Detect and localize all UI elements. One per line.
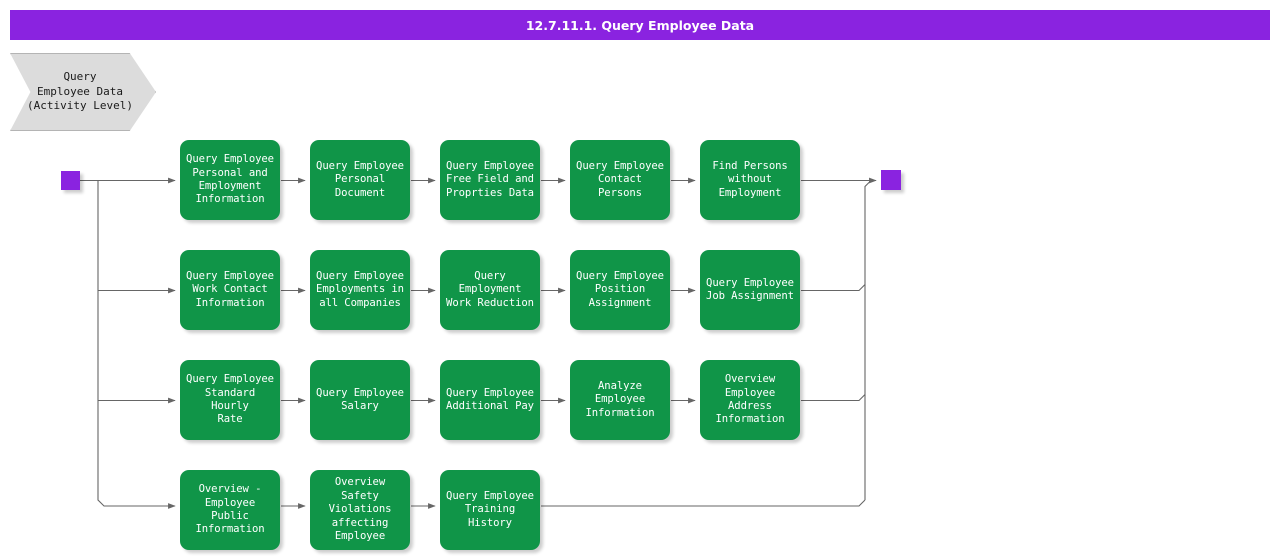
process-node-query-employment-work-reduction[interactable]: Query Employment Work Reduction bbox=[440, 250, 540, 330]
page-title-bar: 12.7.11.1. Query Employee Data bbox=[10, 10, 1270, 40]
node-label: Overview - Employee Public Information bbox=[195, 483, 265, 536]
node-label: Query Employee Additional Pay bbox=[446, 386, 534, 412]
node-label: Query Employee Personal Document bbox=[316, 159, 404, 199]
conn-left-rail bbox=[97, 180, 176, 509]
process-node-query-employee-contact-persons[interactable]: Query Employee Contact Persons bbox=[570, 140, 670, 220]
node-label: Analyze Employee Information bbox=[585, 379, 655, 419]
process-node-query-employee-free-field-and-proprties-data[interactable]: Query Employee Free Field and Proprties … bbox=[440, 140, 540, 220]
process-node-query-employee-personal-document[interactable]: Query Employee Personal Document bbox=[310, 140, 410, 220]
activity-level-chevron: Query Employee Data (Activity Level) bbox=[10, 53, 156, 131]
process-node-overview-employee-public-information[interactable]: Overview - Employee Public Information bbox=[180, 470, 280, 550]
start-node[interactable] bbox=[61, 171, 80, 190]
node-label: Find Persons without Employment bbox=[712, 159, 788, 199]
node-label: Query Employee Free Field and Proprties … bbox=[446, 159, 534, 199]
conn-r4c3-to-right-rail bbox=[541, 499, 866, 507]
process-node-query-employee-work-contact-information[interactable]: Query Employee Work Contact Information bbox=[180, 250, 280, 330]
node-label: Query Employee Work Contact Information bbox=[186, 269, 274, 309]
conn-r3c5-to-right-rail bbox=[801, 394, 866, 402]
node-label: Overview Employee Address Information bbox=[715, 373, 785, 426]
process-node-query-employee-standard-hourly-rate[interactable]: Query Employee Standard Hourly Rate bbox=[180, 360, 280, 440]
process-node-query-employee-additional-pay[interactable]: Query Employee Additional Pay bbox=[440, 360, 540, 440]
process-node-query-employee-salary[interactable]: Query Employee Salary bbox=[310, 360, 410, 440]
process-node-overview-safety-violations-affecting-employee[interactable]: Overview Safety Violations affecting Emp… bbox=[310, 470, 410, 550]
node-label: Query Employee Employments in all Compan… bbox=[316, 269, 404, 309]
process-node-query-employee-training-history[interactable]: Query Employee Training History bbox=[440, 470, 540, 550]
process-node-query-employee-personal-and-employment-information[interactable]: Query Employee Personal and Employment I… bbox=[180, 140, 280, 220]
node-label: Query Employee Position Assignment bbox=[576, 269, 664, 309]
process-node-query-employee-position-assignment[interactable]: Query Employee Position Assignment bbox=[570, 250, 670, 330]
conn-r2c5-to-right-rail bbox=[801, 180, 872, 292]
end-node[interactable] bbox=[881, 170, 901, 190]
node-label: Query Employee Contact Persons bbox=[576, 159, 664, 199]
node-label: Query Employee Standard Hourly Rate bbox=[186, 373, 274, 426]
node-label: Query Employment Work Reduction bbox=[446, 269, 534, 309]
node-label: Query Employee Job Assignment bbox=[706, 276, 794, 302]
node-label: Query Employee Salary bbox=[316, 386, 404, 412]
process-node-analyze-employee-information[interactable]: Analyze Employee Information bbox=[570, 360, 670, 440]
process-node-overview-employee-address-information[interactable]: Overview Employee Address Information bbox=[700, 360, 800, 440]
chevron-shape bbox=[10, 53, 156, 131]
activity-level-label: Query Employee Data (Activity Level) bbox=[27, 70, 133, 113]
process-node-query-employee-job-assignment[interactable]: Query Employee Job Assignment bbox=[700, 250, 800, 330]
process-node-query-employee-employments-in-all-companies[interactable]: Query Employee Employments in all Compan… bbox=[310, 250, 410, 330]
process-node-find-persons-without-employment[interactable]: Find Persons without Employment bbox=[700, 140, 800, 220]
node-label: Overview Safety Violations affecting Emp… bbox=[328, 476, 392, 543]
node-label: Query Employee Personal and Employment I… bbox=[186, 153, 274, 206]
node-label: Query Employee Training History bbox=[446, 489, 534, 529]
page-title: 12.7.11.1. Query Employee Data bbox=[525, 17, 755, 33]
